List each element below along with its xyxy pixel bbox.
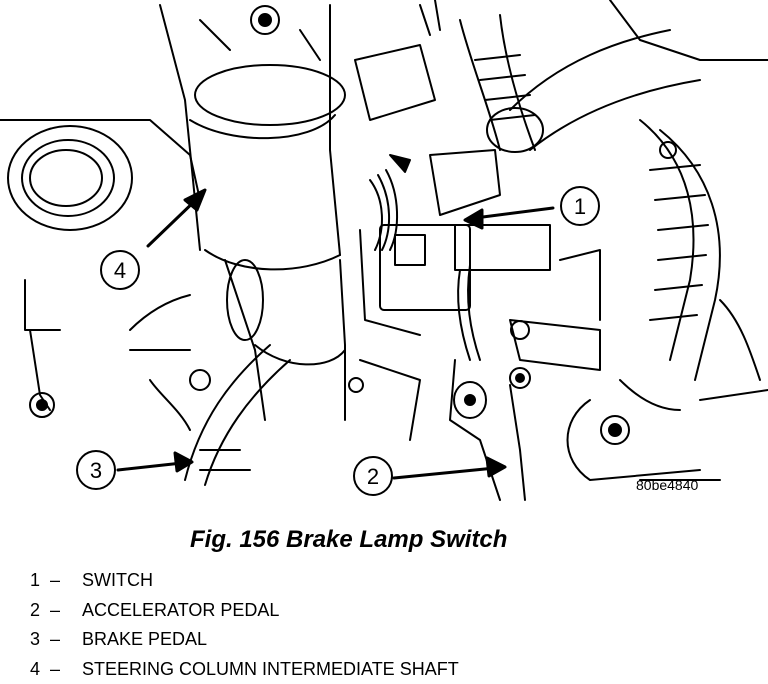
callout-legend: 1 – SWITCH 2 – ACCELERATOR PEDAL 3 – BRA… xyxy=(30,566,459,684)
pedal-assembly-right xyxy=(566,119,768,481)
legend-item: 1 – SWITCH xyxy=(30,566,459,596)
legend-number: 4 xyxy=(30,658,41,679)
legend-item: 3 – BRAKE PEDAL xyxy=(30,625,459,655)
leader-arrows xyxy=(116,188,555,480)
switch-body xyxy=(354,44,551,361)
figure-caption: Fig. 156 Brake Lamp Switch xyxy=(190,526,508,553)
round-cover-left xyxy=(7,125,133,231)
bolt-left-lower xyxy=(29,329,55,418)
wiring-harness xyxy=(419,0,536,151)
accelerator-bracket xyxy=(348,319,601,501)
legend-label: SWITCH xyxy=(82,570,153,590)
steering-column xyxy=(159,4,346,271)
legend-separator: – xyxy=(50,658,61,679)
nut xyxy=(189,369,211,391)
callout-number-3: 3 xyxy=(90,458,102,483)
callout-circle-2 xyxy=(353,456,393,496)
callout-circle-1 xyxy=(560,186,600,226)
legend-label: STEERING COLUMN INTERMEDIATE SHAFT xyxy=(82,658,459,679)
figure-code: 80be4840 xyxy=(636,477,699,493)
callout-circle-4 xyxy=(100,250,140,290)
panel-edge xyxy=(0,119,201,201)
legend-number: 2 xyxy=(30,599,41,620)
intermediate-shaft xyxy=(224,259,346,421)
brake-lamp-switch-illustration: 1 2 3 4 80be4840 xyxy=(0,0,768,501)
legend-label: BRAKE PEDAL xyxy=(82,629,208,649)
legend-item: 2 – ACCELERATOR PEDAL xyxy=(30,596,459,626)
legend-number: 1 xyxy=(30,570,41,590)
legend-number: 3 xyxy=(30,629,41,649)
legend-label: ACCELERATOR PEDAL xyxy=(82,599,280,620)
callout-number-2: 2 xyxy=(367,464,379,489)
duct-upper-right xyxy=(486,0,768,159)
legend-separator: – xyxy=(50,629,61,649)
legend-separator: – xyxy=(50,599,61,620)
callout-number-1: 1 xyxy=(574,194,586,219)
legend-separator: – xyxy=(50,570,61,590)
callout-circle-3 xyxy=(76,450,116,490)
legend-item: 4 – STEERING COLUMN INTERMEDIATE SHAFT xyxy=(30,655,459,684)
callout-number-4: 4 xyxy=(114,258,126,283)
brake-pedal-arm xyxy=(184,344,291,486)
